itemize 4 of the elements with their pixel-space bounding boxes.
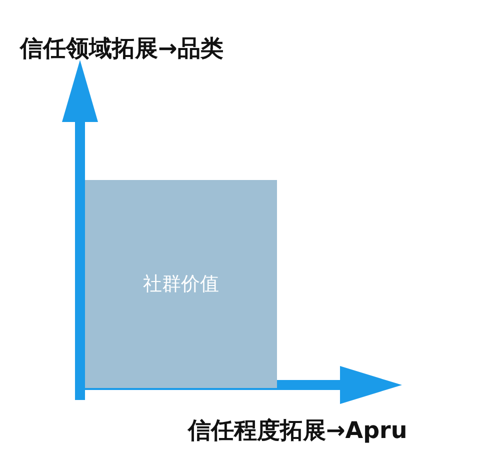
axis-label: 信任领域拓展→品类 bbox=[20, 35, 224, 64]
axis-label: 信任程度拓展→Apru bbox=[188, 417, 408, 446]
area-label: 社群价值 bbox=[143, 272, 219, 297]
value-area bbox=[85, 180, 277, 388]
